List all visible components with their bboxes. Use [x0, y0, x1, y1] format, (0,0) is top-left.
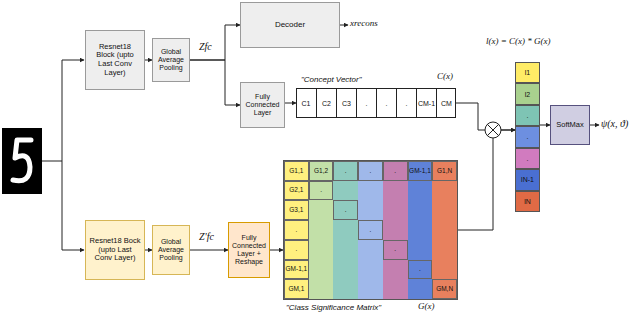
vector-cell: . — [515, 126, 540, 147]
softmax-box: SoftMax — [550, 105, 590, 145]
matrix-cell: . — [284, 220, 309, 240]
matrix-cell: G1,N — [432, 161, 457, 181]
vector-cell: C3 — [336, 88, 356, 118]
output-vector: l1l2...lN-1lN — [515, 62, 540, 212]
math-label: Zfc — [199, 41, 212, 52]
node-text: Global Average Pooling — [156, 238, 186, 262]
matrix-column — [383, 161, 408, 299]
resnet-block: Resnet18 Bock (upto Last Conv Layer) — [85, 220, 145, 280]
vector-cell: . — [376, 88, 396, 118]
multiply-cross — [487, 124, 498, 135]
matrix-cell: . — [358, 220, 383, 240]
matrix-column — [333, 161, 358, 299]
math-label: Z'fc — [199, 231, 214, 242]
connector-arrow — [190, 60, 240, 105]
node-text: Decoder — [275, 20, 305, 29]
matrix-cell: GM-1,1 — [284, 260, 309, 280]
vector-cell: . — [515, 105, 540, 126]
node-text: SoftMax — [556, 121, 584, 130]
vector-cell: lN-1 — [515, 169, 540, 190]
matrix-cell: G3,1 — [284, 200, 309, 220]
matrix-cell: . — [383, 240, 408, 260]
output-arrow — [340, 25, 348, 26]
matrix-heading: "Class Significance Matrix" — [286, 303, 381, 312]
matrix-cell: . — [383, 161, 408, 181]
resnet-block: Resnet18 Block (upto Last Conv Layer) — [85, 30, 145, 90]
fc-layer-box: Fully Connected Layer — [240, 82, 285, 128]
matrix-cell: G2,1 — [284, 181, 309, 201]
pooling-box: Global Average Pooling — [152, 225, 190, 275]
connector-arrow — [190, 250, 228, 251]
vector-cell: . — [396, 88, 416, 118]
connector-arrow — [145, 60, 152, 61]
significance-matrix: G1,1G1,2...GM-1,1G1,NG2,1.G3,1.....GM-1,… — [283, 160, 458, 300]
fc-reshape-box: Fully Connected Layer + Reshape — [228, 222, 270, 278]
vector-cell: CM — [436, 88, 456, 118]
connector-arrow — [145, 250, 152, 251]
multiply-symbol — [485, 122, 501, 138]
node-text: Fully Connected Layer + Reshape — [232, 234, 266, 266]
vector-cell: lN — [515, 191, 540, 212]
matrix-cell: GM,1 — [284, 279, 309, 299]
connector-arrow — [270, 250, 283, 251]
math-label: l(x) = C(x) * G(x) — [486, 37, 551, 47]
vector-cell: C2 — [316, 88, 336, 118]
vector-cell: . — [356, 88, 376, 118]
math-label: G(x) — [418, 302, 435, 312]
matrix-cell: . — [284, 240, 309, 260]
matrix-cell: G1,2 — [309, 161, 334, 181]
connector-arrow — [456, 103, 515, 130]
input-digit — [2, 128, 42, 194]
multiply-circle — [485, 122, 501, 138]
matrix-cell: . — [408, 260, 433, 280]
math-label: C(x) — [437, 72, 453, 82]
matrix-cell: GM,N — [432, 279, 457, 299]
decoder-box: Decoder — [240, 2, 340, 48]
node-text: Fully Connected Layer — [244, 93, 281, 117]
vector-cell: . — [515, 148, 540, 169]
vector-heading: "Concept Vector" — [301, 75, 362, 84]
vector-cell: CM-1 — [416, 88, 436, 118]
connector-arrow — [285, 103, 296, 104]
vector-cell: l2 — [515, 83, 540, 104]
node-text: Resnet18 Bock (upto Last Conv Layer) — [89, 237, 141, 263]
node-text: Global Average Pooling — [156, 48, 186, 72]
digit-ground — [2, 128, 42, 194]
output-arrow — [590, 125, 599, 126]
connector-arrow — [458, 130, 515, 230]
matrix-cell: . — [358, 161, 383, 181]
connector-arrow — [540, 125, 550, 126]
math-label: xrecons — [350, 19, 378, 29]
digit-stroke — [13, 140, 31, 181]
connector-arrow — [190, 25, 240, 60]
concept-vector: "Concept Vector"C1C2C3...CM-1CM — [296, 88, 456, 118]
vector-cell: l1 — [515, 62, 540, 83]
wire-arrow — [62, 60, 84, 61]
matrix-cell: GM-1,1 — [408, 161, 433, 181]
math-label: ψ(x, ϑ) — [601, 118, 628, 129]
wire-arrow — [62, 250, 84, 251]
wire — [62, 60, 63, 250]
matrix-cell: . — [333, 200, 358, 220]
pooling-box: Global Average Pooling — [152, 38, 190, 82]
node-text: Resnet18 Block (upto Last Conv Layer) — [89, 43, 141, 78]
matrix-cell: . — [333, 161, 358, 181]
matrix-cell: G1,1 — [284, 161, 309, 181]
wire — [42, 161, 62, 162]
matrix-cell: . — [309, 181, 334, 201]
vector-cell: C1 — [296, 88, 316, 118]
